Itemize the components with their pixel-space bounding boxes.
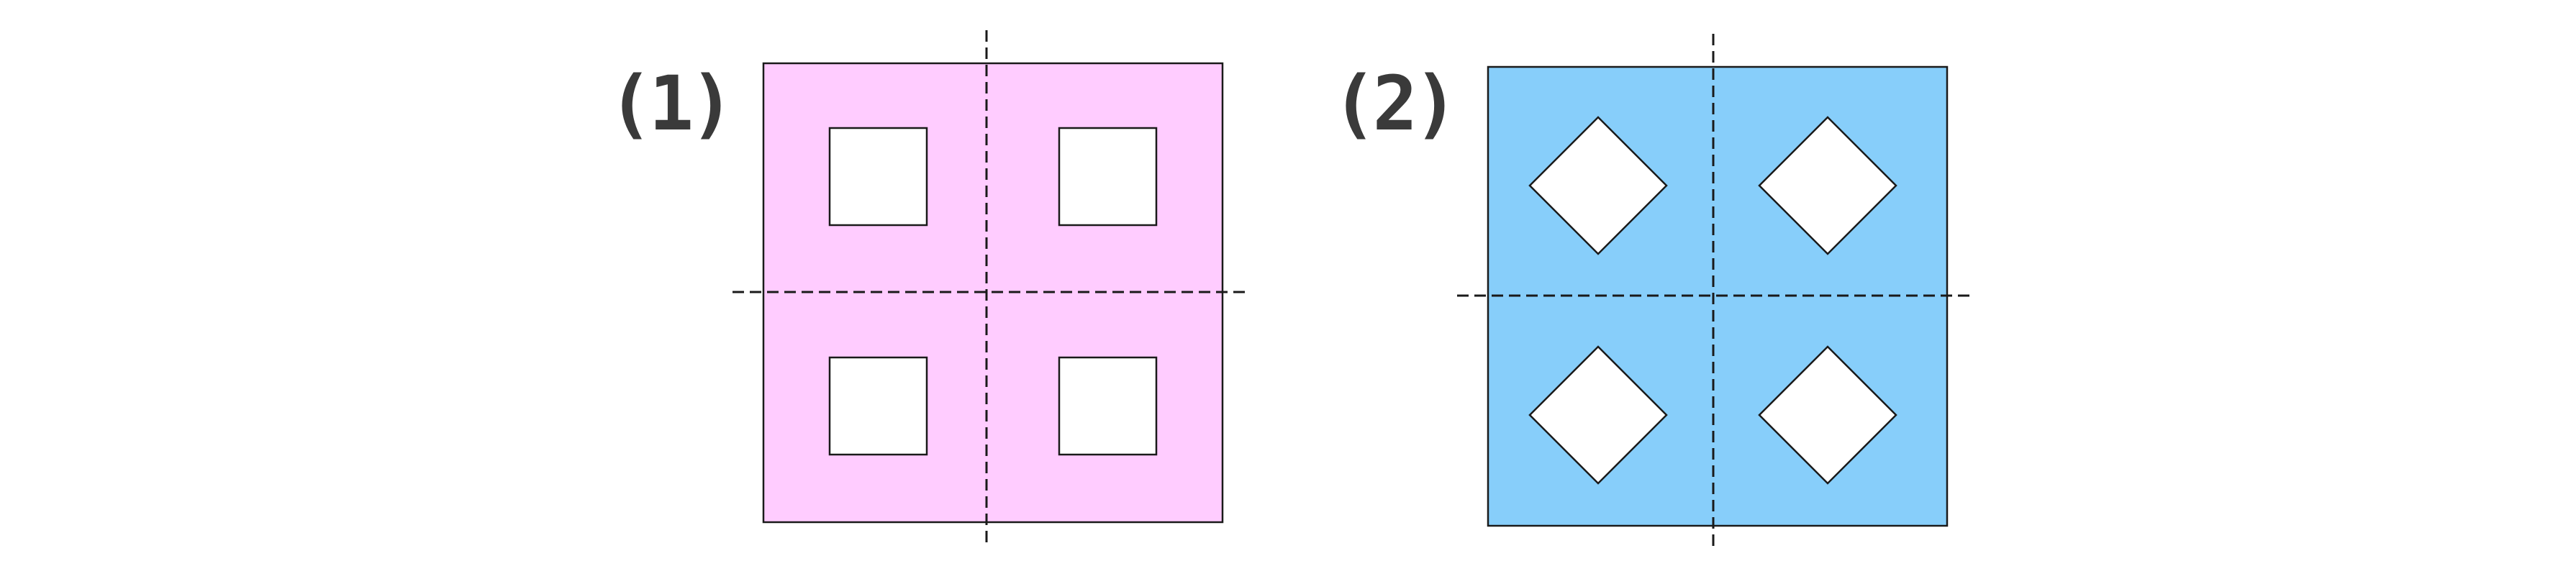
- figure-1-hole-top-left: [828, 127, 928, 227]
- figure-2: [1457, 34, 1975, 552]
- figure-1-label: (1): [608, 60, 735, 147]
- figure-2-hole-top-right: [1758, 116, 1897, 255]
- figure-1-hole-bottom-left: [828, 356, 928, 456]
- figure-1: [733, 30, 1251, 548]
- figure-1-hole-bottom-right: [1058, 356, 1158, 456]
- figure-2-hole-bottom-right: [1758, 345, 1897, 485]
- figure-1-hole-top-right: [1058, 127, 1158, 227]
- figure-2-hole-top-left: [1528, 116, 1668, 255]
- figure-2-hole-bottom-left: [1528, 345, 1668, 485]
- figure-2-label: (2): [1332, 60, 1459, 147]
